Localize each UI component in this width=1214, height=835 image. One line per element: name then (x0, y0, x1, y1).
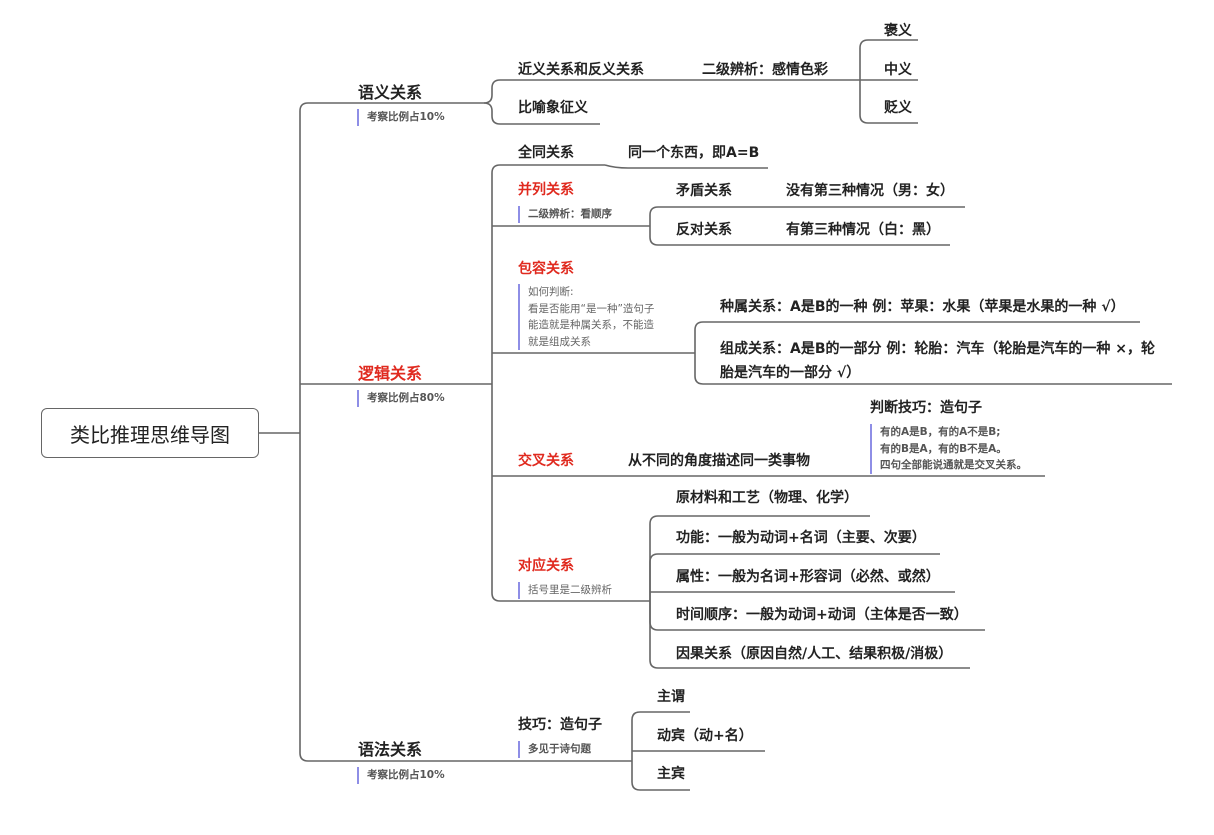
node-identical-desc[interactable]: 同一个东西，即A=B (628, 145, 760, 161)
node-metaphor[interactable]: 比喻象征义 (518, 100, 588, 116)
note-cross: 有的A是B，有的A不是B; 有的B是A，有的B不是A。 四句全部能说通就是交叉关… (870, 424, 1027, 474)
node-positive[interactable]: 褒义 (884, 23, 912, 39)
node-opposite[interactable]: 反对关系 (676, 222, 732, 238)
note-semantic: 考察比例占10% (357, 109, 445, 126)
node-cross[interactable]: 交叉关系 (518, 453, 574, 469)
note-line: 就是组成关系 (528, 335, 591, 348)
component-line: 组成关系：A是B的一部分 例：轮胎：汽车（轮胎是汽车的一种 ×，轮 (720, 341, 1155, 357)
node-neutral[interactable]: 中义 (884, 62, 912, 78)
node-verb-object[interactable]: 动宾（动+名） (657, 728, 753, 744)
node-identical[interactable]: 全同关系 (518, 145, 574, 161)
node-component[interactable]: 组成关系：A是B的一部分 例：轮胎：汽车（轮胎是汽车的一种 ×，轮 胎是汽车的一… (720, 337, 1155, 385)
note-line: 能造就是种属关系，不能造 (528, 319, 654, 331)
node-negative[interactable]: 贬义 (884, 100, 912, 116)
node-synonym[interactable]: 近义关系和反义关系 (518, 62, 644, 78)
note-logic: 考察比例占80% (357, 390, 445, 407)
node-semantic[interactable]: 语义关系 (358, 83, 423, 102)
node-subject-predicate[interactable]: 主谓 (657, 689, 685, 705)
note-line: 四句全部能说通就是交叉关系。 (880, 459, 1027, 471)
note-line: 有的B是A，有的B不是A。 (880, 442, 1007, 455)
node-emotion[interactable]: 二级辨析：感情色彩 (702, 62, 828, 78)
node-contradict[interactable]: 矛盾关系 (676, 183, 732, 199)
root-node[interactable]: 类比推理思维导图 (41, 408, 259, 458)
note-line: 有的A是B，有的A不是B; (880, 426, 1001, 438)
node-contain[interactable]: 包容关系 (518, 261, 574, 277)
note-parallel: 二级辨析：看顺序 (518, 206, 612, 223)
note-contain: 如何判断: 看是否能用“是一种”造句子 能造就是种属关系，不能造 就是组成关系 (518, 284, 654, 350)
node-subject-object[interactable]: 主宾 (657, 766, 685, 782)
node-parallel[interactable]: 并列关系 (518, 182, 574, 198)
node-contradict-desc[interactable]: 没有第三种情况（男：女） (786, 183, 954, 199)
node-genus[interactable]: 种属关系：A是B的一种 例：苹果：水果（苹果是水果的一种 √） (720, 299, 1125, 315)
root-label: 类比推理思维导图 (70, 422, 230, 447)
node-opposite-desc[interactable]: 有第三种情况（白：黑） (786, 222, 940, 238)
note-correspond: 括号里是二级辨析 (518, 582, 612, 599)
node-function[interactable]: 功能：一般为动词+名词（主要、次要） (676, 530, 926, 546)
node-cross-tip[interactable]: 判断技巧：造句子 (870, 400, 982, 416)
component-line: 胎是汽车的一部分 √） (720, 365, 861, 381)
node-time-order[interactable]: 时间顺序：一般为动词+动词（主体是否一致） (676, 607, 968, 623)
node-material[interactable]: 原材料和工艺（物理、化学） (676, 490, 858, 506)
node-correspond[interactable]: 对应关系 (518, 558, 574, 574)
node-grammar-tip[interactable]: 技巧：造句子 (518, 717, 602, 733)
node-logic[interactable]: 逻辑关系 (358, 364, 423, 383)
node-grammar[interactable]: 语法关系 (358, 740, 423, 759)
note-line: 看是否能用“是一种”造句子 (528, 302, 655, 315)
note-line: 如何判断: (528, 286, 574, 298)
node-attribute[interactable]: 属性：一般为名词+形容词（必然、或然） (676, 569, 940, 585)
note-grammar: 考察比例占10% (357, 767, 445, 784)
node-cross-desc[interactable]: 从不同的角度描述同一类事物 (628, 453, 810, 469)
note-grammar-tip: 多见于诗句题 (518, 741, 591, 758)
node-cause[interactable]: 因果关系（原因自然/人工、结果积极/消极） (676, 646, 953, 662)
